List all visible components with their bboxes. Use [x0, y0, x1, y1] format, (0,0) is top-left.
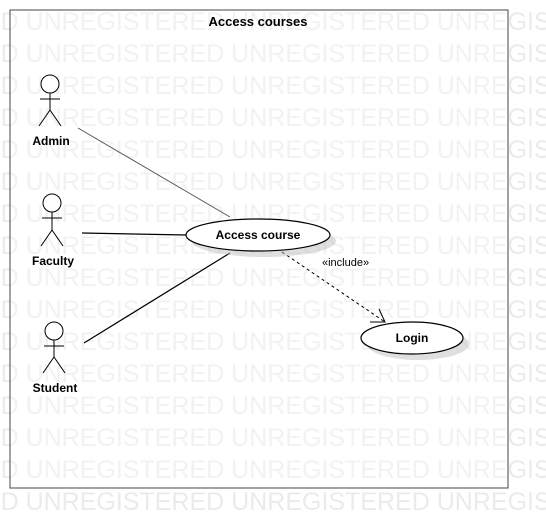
actor-student[interactable]: Student	[33, 321, 78, 395]
association-student-access-course	[83, 252, 231, 344]
include-dependency	[281, 251, 386, 323]
actor-student-label: Student	[33, 381, 78, 395]
use-case-login[interactable]: Login	[360, 321, 469, 360]
watermark-text: UNREGISTERED UNREGISTERED UNREGISTERED U…	[0, 360, 546, 388]
watermark-text: UNREGISTERED UNREGISTERED UNREGISTERED U…	[0, 296, 546, 324]
use-case-access-course-shape	[185, 218, 331, 252]
watermark-text: UNREGISTERED UNREGISTERED UNREGISTERED U…	[0, 8, 546, 36]
system-title: Access courses	[208, 14, 307, 29]
watermark-text: UNREGISTERED UNREGISTERED UNREGISTERED U…	[0, 264, 546, 292]
use-case-login-shape	[360, 321, 464, 355]
actor-student-icon	[42, 321, 66, 374]
watermark-text: UNREGISTERED UNREGISTERED UNREGISTERED U…	[0, 488, 546, 516]
watermark-text: UNREGISTERED UNREGISTERED UNREGISTERED U…	[0, 104, 546, 132]
include-arrowhead	[370, 308, 386, 323]
association-faculty-access-course	[81, 232, 187, 236]
actor-faculty-icon	[40, 193, 64, 247]
watermark-text: UNREGISTERED UNREGISTERED UNREGISTERED U…	[0, 456, 546, 484]
association-admin-access-course	[77, 127, 231, 218]
watermark: UNREGISTERED UNREGISTERED UNREGISTERED U…	[0, 8, 546, 516]
actor-admin-label: Admin	[32, 134, 69, 148]
watermark-text: UNREGISTERED UNREGISTERED UNREGISTERED U…	[0, 168, 546, 196]
use-case-access-course[interactable]: Access course	[185, 218, 336, 257]
actor-faculty-label: Faculty	[32, 254, 74, 268]
use-case-access-course-label: Access course	[216, 228, 301, 242]
watermark-text: UNREGISTERED UNREGISTERED UNREGISTERED U…	[0, 392, 546, 420]
watermark-text: UNREGISTERED UNREGISTERED UNREGISTERED U…	[0, 40, 546, 68]
watermark-text: UNREGISTERED UNREGISTERED UNREGISTERED U…	[0, 72, 546, 100]
actor-faculty[interactable]: Faculty	[32, 193, 74, 268]
watermark-text: UNREGISTERED UNREGISTERED UNREGISTERED U…	[0, 136, 546, 164]
actor-admin[interactable]: Admin	[32, 74, 70, 148]
watermark-text: UNREGISTERED UNREGISTERED UNREGISTERED U…	[0, 424, 546, 452]
include-label: «include»	[322, 257, 369, 269]
use-case-login-label: Login	[396, 331, 429, 345]
actor-admin-icon	[38, 74, 62, 127]
